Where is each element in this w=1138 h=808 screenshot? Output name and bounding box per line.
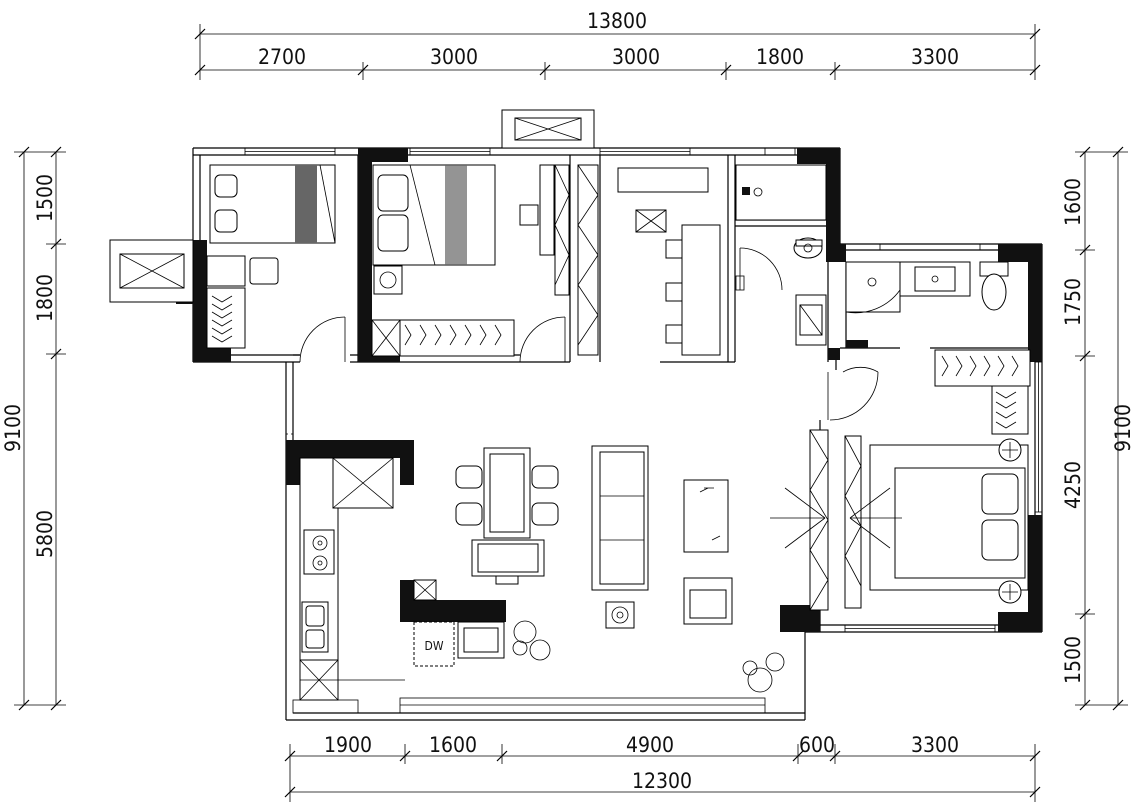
bed-double-master — [869, 444, 1029, 591]
sliding-door-master — [770, 429, 902, 611]
dim-top-total: 13800 — [587, 9, 647, 33]
bed-double-mid — [372, 164, 496, 266]
bed-single-left — [209, 164, 336, 244]
dim-right-3: 4250 — [1061, 461, 1085, 509]
dim-left-1: 1500 — [33, 174, 57, 222]
study-cabinet — [617, 167, 709, 233]
sink-bath1 — [795, 294, 827, 346]
dim-bottom-total: 12300 — [632, 769, 692, 793]
desk-left-room — [206, 255, 279, 287]
wardrobe-master-side — [991, 385, 1029, 435]
stove — [303, 529, 335, 575]
dim-right-1: 1600 — [1061, 178, 1085, 226]
armchair — [683, 577, 733, 625]
nightstand-master — [998, 438, 1022, 604]
door-swing-bath1 — [735, 247, 783, 291]
toilet-bath2 — [979, 261, 1009, 311]
ac-unit-top — [501, 109, 595, 149]
dim-bottom-3: 4900 — [626, 733, 674, 757]
wardrobe-mid — [371, 319, 515, 357]
dim-left-2: 1800 — [33, 274, 57, 322]
left-dimensions: 9100 1500 1800 5800 — [1, 146, 66, 711]
top-dimensions: 13800 2700 3000 3000 1800 3300 — [194, 9, 1041, 80]
floor-lamp — [605, 601, 635, 629]
dim-left-total: 9100 — [1, 404, 25, 452]
sofa — [591, 445, 649, 591]
dim-top-5: 3300 — [911, 45, 959, 69]
dim-bottom-5: 3300 — [911, 733, 959, 757]
walls-solid — [176, 148, 1042, 632]
dim-bottom-2: 1600 — [429, 733, 477, 757]
toilet-bath1 — [793, 237, 823, 259]
tv-bench — [471, 539, 545, 585]
dim-bottom-1: 1900 — [324, 733, 372, 757]
door-swing-hall — [827, 371, 879, 421]
dim-top-1: 2700 — [258, 45, 306, 69]
bookshelf-study — [539, 164, 599, 356]
dim-left-3: 5800 — [33, 510, 57, 558]
kitchen-counter — [299, 457, 405, 701]
bottom-dimensions: 1900 1600 4900 600 3300 12300 — [284, 733, 1041, 802]
dishwasher-label: DW — [425, 639, 444, 653]
dim-bottom-4: 600 — [799, 733, 835, 757]
dining-table — [455, 447, 559, 539]
door-swing-ensuite — [842, 366, 879, 373]
dim-top-3: 3000 — [612, 45, 660, 69]
vanity-bath2 — [899, 261, 971, 297]
wardrobe-master-top — [934, 349, 1031, 387]
door-swing-mid-room — [519, 316, 566, 363]
wardrobe-left-room — [206, 287, 246, 349]
dim-right-total: 9100 — [1111, 404, 1135, 452]
ac-unit-left — [109, 239, 194, 303]
coffee-table — [683, 479, 729, 553]
dim-top-4: 1800 — [756, 45, 804, 69]
shower-bath2 — [845, 261, 901, 314]
plants-kitchen — [512, 620, 785, 693]
shower-bath1 — [735, 164, 827, 221]
dim-right-4: 1500 — [1061, 636, 1085, 684]
nightstand-mid — [373, 265, 403, 295]
dim-top-2: 3000 — [430, 45, 478, 69]
study-chair — [519, 204, 539, 226]
right-dimensions: 1600 1750 4250 1500 9100 — [1061, 146, 1135, 711]
island: DW — [413, 579, 505, 667]
study-desk — [665, 224, 721, 356]
kitchen-sink — [301, 601, 329, 653]
door-swing-left-room — [299, 316, 346, 363]
dim-right-2: 1750 — [1061, 278, 1085, 326]
